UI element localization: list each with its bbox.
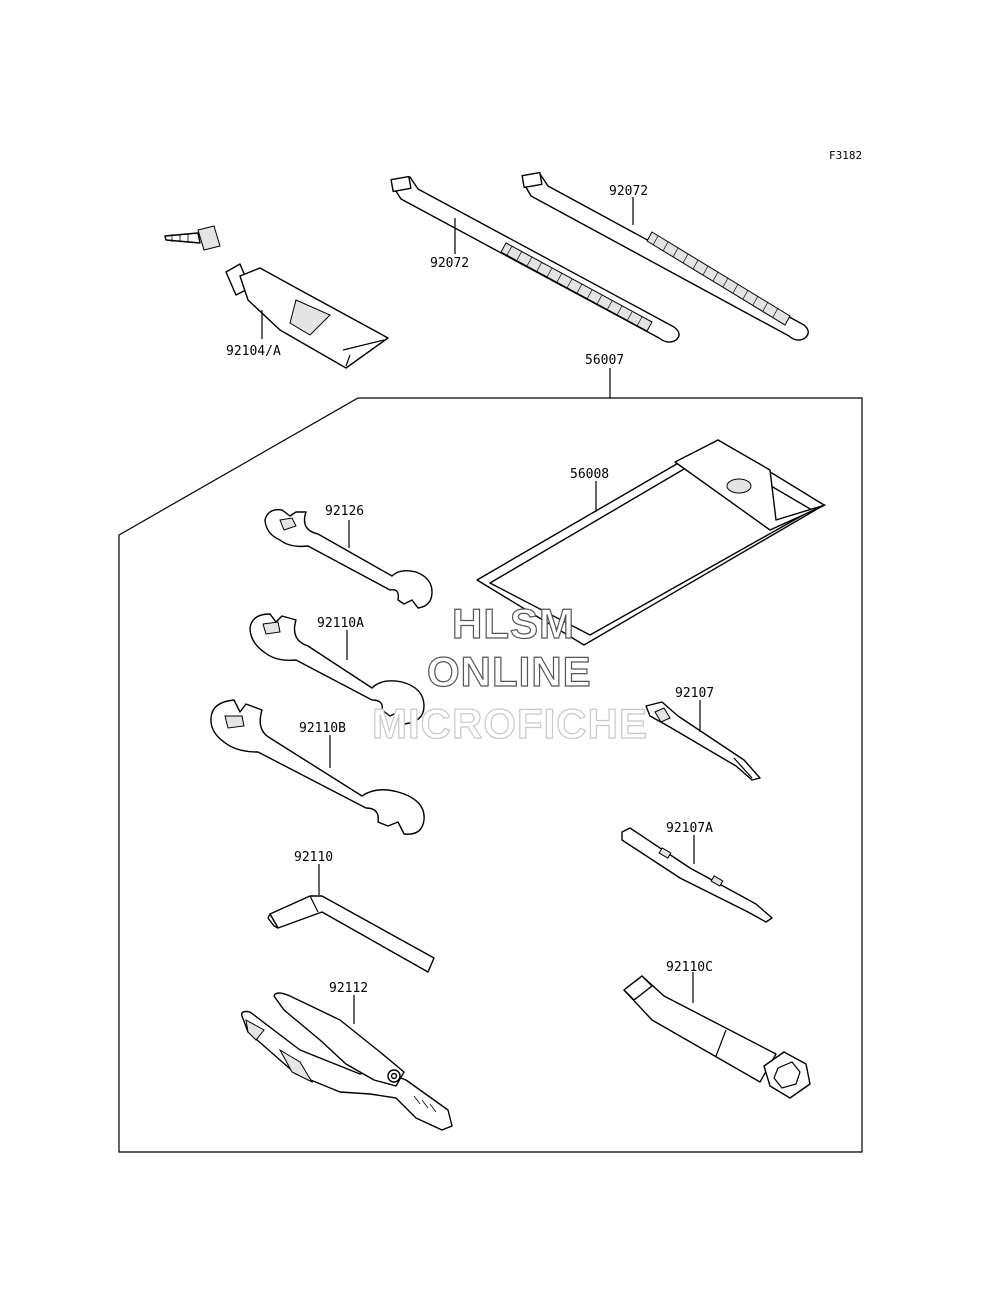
label-wrench-mid: 92110A (317, 616, 364, 631)
label-tie-left: 92072 (430, 256, 469, 271)
label-wrench-large: 92110B (299, 721, 346, 736)
watermark-line3: MICROFICHE (372, 700, 648, 747)
label-sealant: 92104/A (226, 344, 281, 359)
label-tie-right: 92072 (609, 184, 648, 199)
tool-case[interactable] (476, 439, 826, 646)
label-wrench-small: 92126 (325, 504, 364, 519)
plug-wrench[interactable] (623, 975, 811, 1099)
wrench-small[interactable] (264, 509, 433, 609)
watermark-line1: HLSM (452, 600, 575, 647)
label-driver-alt: 92107A (666, 821, 713, 836)
label-plug-wrench: 92110C (666, 960, 713, 975)
sealant-tube[interactable] (164, 225, 389, 369)
pliers[interactable] (240, 992, 453, 1131)
label-kit: 56007 (585, 353, 624, 368)
cable-tie-left[interactable] (390, 175, 680, 343)
wrench-large[interactable] (210, 699, 425, 835)
label-case: 56008 (570, 467, 609, 482)
screwdriver[interactable] (645, 701, 761, 781)
screwdriver-alt[interactable] (621, 827, 773, 923)
label-hex-key: 92110 (294, 850, 333, 865)
figure-code: F3182 (829, 149, 862, 162)
watermark-line2: ONLINE (427, 648, 592, 695)
wrench-mid[interactable] (249, 613, 425, 725)
label-driver: 92107 (675, 686, 714, 701)
label-pliers: 92112 (329, 981, 368, 996)
kit-outline (118, 397, 863, 1153)
cable-tie-right[interactable] (521, 171, 809, 341)
hex-key[interactable] (267, 895, 435, 973)
